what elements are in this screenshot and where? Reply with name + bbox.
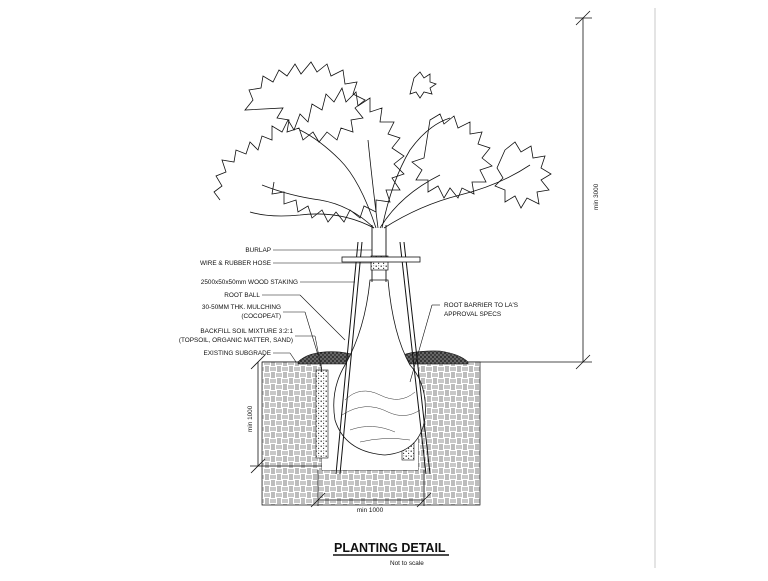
leader-lines [262, 249, 440, 383]
width-dimension [310, 470, 432, 508]
root-ball [333, 279, 426, 456]
stake-right [399, 241, 427, 475]
label-burlap: BURLAP [245, 247, 271, 254]
tree-canopy-right [411, 113, 493, 199]
label-subgrade: EXISTING SUBGRADE [204, 350, 271, 357]
label-backfill: BACKFILL SOIL MIXTURE 3:2:1 [200, 328, 293, 335]
tree-branches [249, 117, 531, 229]
tree-canopy-far-right [494, 141, 552, 209]
drawing-subtitle: Not to scale [390, 560, 424, 567]
label-root-barrier-specs: APPROVAL SPECS [444, 311, 501, 318]
tree-canopy [213, 86, 405, 223]
stake-left-b [339, 241, 363, 475]
root-barrier-left [315, 369, 329, 459]
trunk [371, 225, 387, 282]
root-ball-texture [341, 390, 421, 443]
stake-crossbar [341, 256, 421, 263]
label-mulch: 30-50MM THK. MULCHING [202, 304, 281, 311]
width-dimension-text: min 1000 [357, 507, 384, 514]
tree-leaf-cluster [409, 71, 437, 99]
label-rootball: ROOT BALL [224, 292, 260, 299]
label-mulch-material: (COCOPEAT) [241, 313, 281, 320]
label-backfill-mix: (TOPSOIL, ORGANIC MATTER, SAND) [179, 337, 293, 344]
tree-canopy-upper [244, 61, 366, 143]
label-root-barrier: ROOT BARRIER TO LA'S [444, 302, 518, 309]
mulch-right [395, 350, 469, 365]
depth-dimension [250, 354, 322, 474]
depth-dimension-text: min 1000 [247, 405, 254, 432]
label-wire: WIRE & RUBBER HOSE [200, 260, 271, 267]
label-staking: 2500x50x50mm WOOD STAKING [201, 279, 298, 286]
height-dimension-text: min 3000 [593, 183, 600, 210]
height-dimension [480, 10, 592, 370]
drawing-title: PLANTING DETAIL [334, 541, 446, 555]
stake-left [335, 241, 359, 475]
